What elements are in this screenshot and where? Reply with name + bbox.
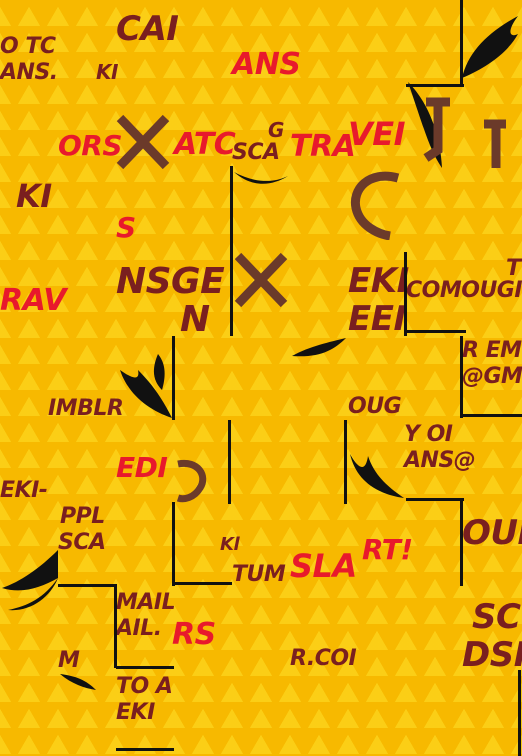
text-fragment: IMBLR [48,396,124,421]
tile-border [172,502,175,586]
emblem-icon [423,97,506,168]
text-fragment: SLA [290,547,357,585]
text-fragment: G [268,118,284,142]
text-fragment: TRA [290,129,356,164]
emblem-icon [116,114,170,170]
tile-border [406,498,464,501]
text-fragment: COMOUGI [406,278,522,303]
tile-border [462,414,522,417]
tile-border [230,166,233,336]
text-fragment: T [506,256,521,281]
text-fragment: PPL [60,504,105,529]
tile-border [406,330,466,333]
tile-border [58,584,116,587]
text-fragment: R.COI [290,646,357,671]
wing-icon [350,454,404,498]
tile-border [172,582,232,585]
text-fragment: DSI [462,635,522,675]
wing-icon [120,354,172,418]
text-fragment: ORS [58,129,123,162]
text-fragment: KI [16,177,52,215]
emblem-icon [234,252,288,308]
tile-border [114,584,117,668]
text-fragment: SCA [232,140,280,165]
text-fragment: S [116,211,136,244]
text-fragment: TO A [116,674,173,699]
wing-icon [234,172,288,184]
tile-border [460,0,463,84]
text-fragment: ANS. [0,60,58,85]
text-fragment: TUM [232,562,286,587]
tile-border [116,666,174,669]
text-fragment: MAIL [116,590,176,615]
text-fragment: M [58,648,80,673]
text-fragment: EKI [348,261,409,301]
text-fragment: EKI- [0,478,48,503]
tile-border [172,336,175,420]
text-fragment: NSGE [116,261,225,302]
wing-icon [2,550,58,611]
text-fragment: Y OI [404,422,453,447]
text-fragment: SC [472,597,521,637]
text-fragment: OUI [462,513,522,553]
tile-border [344,420,347,504]
emblem-icon [176,459,207,503]
tile-border [460,336,463,418]
emblem-icon [350,171,400,240]
text-fragment: ANS@ [404,448,476,473]
text-fragment: EKI [116,700,155,725]
text-fragment: N [180,299,210,340]
text-fragment: OUG [348,394,402,419]
tile-border [404,252,407,336]
text-fragment: R EM [462,338,522,363]
tile-border [518,670,521,756]
text-fragment: EEI [348,299,406,339]
tile-border [228,420,231,504]
text-fragment: SCA [58,530,106,555]
wing-icon [292,338,346,357]
wing-icon [462,16,518,78]
tile-border [460,498,463,586]
text-fragment: ANS [232,47,301,82]
text-fragment: RAV [0,283,67,318]
text-fragment: @GMI [462,364,522,389]
text-fragment: Kl [220,534,240,555]
text-fragment: O TC [0,34,56,59]
text-fragment: EDI [116,451,168,484]
text-fragment: VEI [348,115,406,153]
wing-icon [60,674,96,690]
text-fragment: RT! [362,533,413,566]
text-fragment: KI [96,60,118,84]
tile-border [406,84,464,87]
text-fragment: RS [172,617,216,652]
text-fragment: CAI [116,9,179,49]
text-fragment: ATC [174,127,236,162]
text-fragment: AIL. [116,616,162,641]
tile-border [116,748,174,751]
